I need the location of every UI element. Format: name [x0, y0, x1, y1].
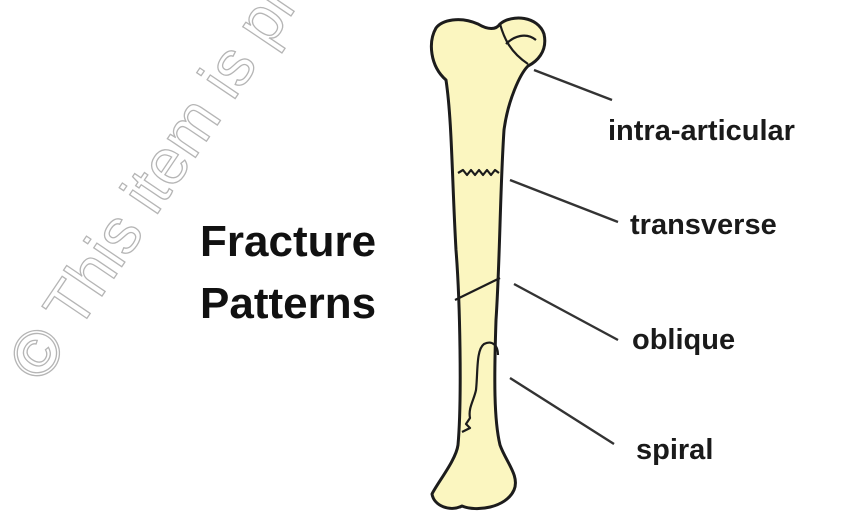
- leader-line-transverse: [510, 180, 618, 222]
- label-transverse: transverse: [630, 209, 777, 241]
- label-intra-articular: intra-articular: [608, 115, 795, 147]
- label-oblique: oblique: [632, 324, 735, 356]
- label-spiral: spiral: [636, 434, 713, 466]
- diagram-title-line-2: Patterns: [200, 279, 376, 328]
- leader-line-spiral: [510, 378, 614, 444]
- diagram-title-line-1: Fracture: [200, 217, 376, 266]
- copyright-watermark: © This item is protected: [0, 0, 429, 393]
- leader-line-oblique: [514, 284, 618, 340]
- bone-illustration: [431, 18, 544, 509]
- bone-outline: [431, 18, 544, 509]
- leader-line-intra-articular: [534, 70, 612, 100]
